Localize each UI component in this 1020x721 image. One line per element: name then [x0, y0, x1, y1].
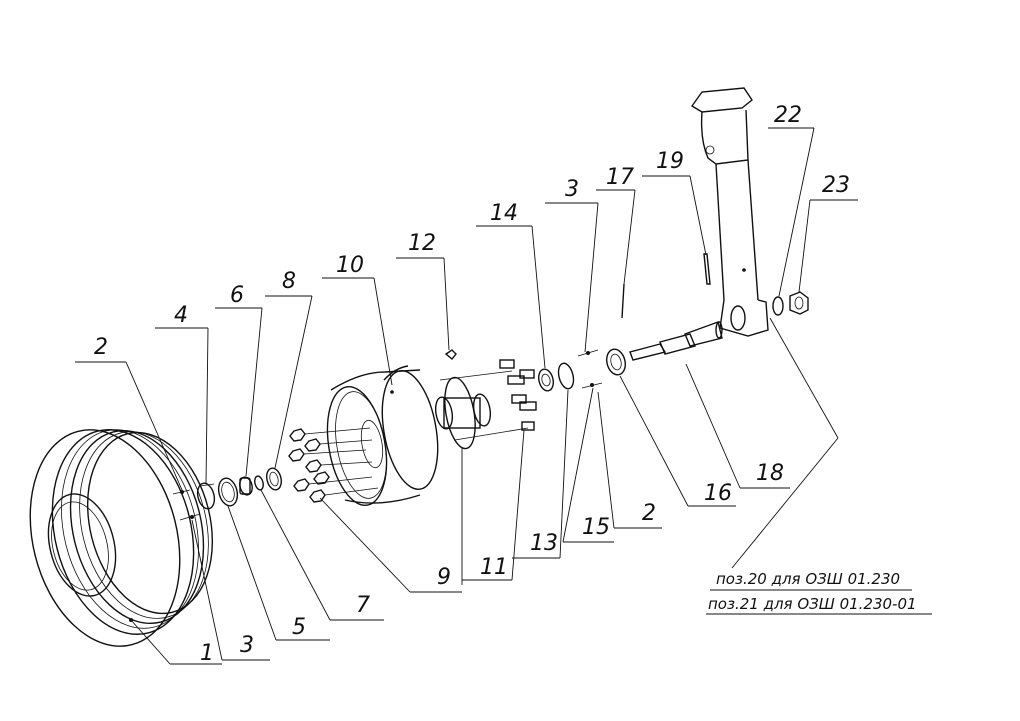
note-pos-20: поз.20 для ОЗШ 01.230 — [716, 570, 900, 588]
castle-nut — [239, 476, 253, 496]
callout-11: 11 — [480, 555, 508, 580]
bearing-outer — [266, 467, 282, 491]
callout-5: 5 — [292, 615, 306, 640]
callout-2-left: 2 — [94, 335, 108, 360]
lock-ring — [217, 477, 239, 507]
callout-2-right: 2 — [642, 501, 656, 526]
callout-1: 1 — [200, 641, 214, 666]
callout-18: 18 — [756, 461, 784, 486]
tire — [29, 429, 214, 647]
callout-13: 13 — [530, 531, 558, 556]
callout-labels: 2 4 6 8 10 12 14 3 17 19 22 23 1 3 5 7 9… — [94, 103, 850, 666]
callout-16: 16 — [704, 481, 732, 506]
pins-left — [172, 489, 201, 521]
callout-23: 23 — [822, 173, 850, 198]
callout-19: 19 — [656, 149, 684, 174]
position-notes: поз.20 для ОЗШ 01.230 поз.21 для ОЗШ 01.… — [708, 570, 917, 613]
washer — [254, 475, 264, 491]
spring-pin — [621, 283, 625, 319]
seal-and-washer — [538, 362, 575, 392]
axle-shaft — [629, 321, 723, 361]
washer-and-nut — [772, 291, 809, 316]
callout-12: 12 — [408, 231, 436, 256]
note-pos-21: поз.21 для ОЗШ 01.230-01 — [708, 595, 917, 613]
hub-cap — [196, 482, 216, 510]
wheel-rim — [326, 365, 439, 506]
split-pin — [703, 253, 711, 285]
grease-nipple — [444, 349, 457, 360]
wheel-nuts — [288, 427, 379, 503]
callout-6: 6 — [230, 283, 244, 308]
spacer-ring — [606, 348, 626, 376]
callout-8: 8 — [282, 269, 296, 294]
callout-17: 17 — [606, 165, 634, 190]
callout-7: 7 — [356, 593, 370, 618]
leader-lines — [75, 127, 932, 665]
callout-3-top: 3 — [565, 177, 579, 202]
callout-15: 15 — [582, 515, 610, 540]
callout-4: 4 — [174, 303, 188, 328]
callout-9: 9 — [437, 565, 451, 590]
callout-3-bottom: 3 — [240, 633, 254, 658]
cotter-pins — [577, 349, 603, 389]
callout-10: 10 — [336, 253, 364, 278]
callout-22: 22 — [774, 103, 802, 128]
hub-and-bolts — [434, 359, 537, 450]
callout-14: 14 — [490, 201, 518, 226]
wheel-arm — [690, 87, 769, 337]
